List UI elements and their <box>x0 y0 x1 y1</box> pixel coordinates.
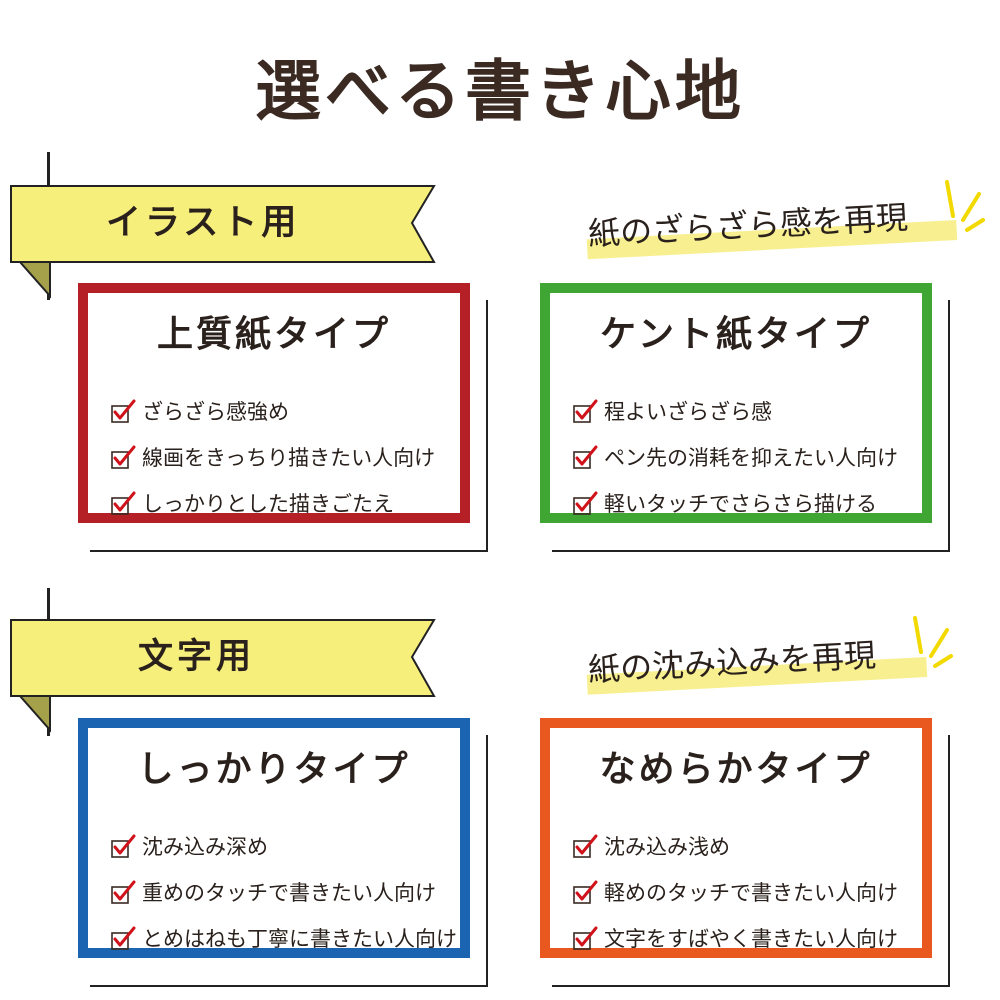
card-shadow <box>552 985 950 987</box>
card-shadow <box>486 735 488 985</box>
check-box-icon <box>573 880 598 904</box>
feature-item: 沈み込み浅め <box>572 824 916 870</box>
page-title: 選べる書き心地 <box>255 53 745 130</box>
check-box-icon <box>573 491 598 515</box>
check-box-icon <box>111 834 136 858</box>
check-box-icon <box>573 926 598 950</box>
feature-item: しっかりとした描きごたえ <box>110 481 454 527</box>
card-title: ケント紙タイプ <box>600 314 872 355</box>
card-shadow <box>948 735 950 985</box>
check-box-icon <box>573 399 598 423</box>
feature-item: 重めのタッチで書きたい人向け <box>110 870 454 916</box>
check-box-icon <box>111 926 136 950</box>
section-ribbon-text: 文字用 <box>10 618 440 733</box>
card-shikkari: しっかりタイプ 沈み込み深め 重めのタッチで書きたい人向け とめはねも丁寧に書き… <box>78 718 470 958</box>
feature-item: 軽めのタッチで書きたい人向け <box>572 870 916 916</box>
card-nameraka: なめらかタイプ 沈み込み浅め 軽めのタッチで書きたい人向け 文字をすばやく書きた… <box>540 718 932 958</box>
ribbon-shape <box>10 185 436 299</box>
sparkle-lines-icon <box>945 180 985 232</box>
card-shadow <box>90 550 488 552</box>
tagline-illustration: 紙のざらざら感を再現 <box>575 176 985 276</box>
card-shadow <box>486 300 488 550</box>
check-box-icon <box>111 445 136 469</box>
feature-item: ざらざら感強め <box>110 389 454 435</box>
feature-item: ペン先の消耗を抑えたい人向け <box>572 435 916 481</box>
feature-item: 程よいざらざら感 <box>572 389 916 435</box>
section-label: 文字用 <box>138 637 256 677</box>
card-joushitsu: 上質紙タイプ ざらざら感強め 線画をきっちり描きたい人向け しっかりとした描きご… <box>78 283 470 523</box>
feature-item: 線画をきっちり描きたい人向け <box>110 435 454 481</box>
feature-item: とめはねも丁寧に書きたい人向け <box>110 916 457 962</box>
card-kent: ケント紙タイプ 程よいざらざら感 ペン先の消耗を抑えたい人向け 軽いタッチでさら… <box>540 283 932 523</box>
feature-item: 文字をすばやく書きたい人向け <box>572 916 916 962</box>
check-box-icon <box>573 834 598 858</box>
tagline-highlight <box>586 616 953 695</box>
card-shadow <box>948 300 950 550</box>
check-box-icon <box>573 445 598 469</box>
check-box-icon <box>111 491 136 515</box>
section-label: イラスト用 <box>106 203 301 243</box>
check-box-icon <box>111 399 136 423</box>
tagline-highlight <box>586 180 985 260</box>
section-ribbon-illustration: イラスト用 <box>10 184 440 299</box>
card-title: なめらかタイプ <box>599 749 873 790</box>
card-shadow <box>552 550 950 552</box>
card-title: しっかりタイプ <box>137 749 411 790</box>
feature-item: 軽いタッチでさらさら描ける <box>572 481 916 527</box>
tagline-text-section: 紙の沈み込みを再現 <box>575 612 985 712</box>
check-box-icon <box>111 880 136 904</box>
ribbon-shape <box>10 619 436 733</box>
feature-item: 沈み込み深め <box>110 824 454 870</box>
sparkle-lines-icon <box>913 616 953 668</box>
card-shadow <box>90 985 488 987</box>
card-title: 上質紙タイプ <box>156 314 391 355</box>
